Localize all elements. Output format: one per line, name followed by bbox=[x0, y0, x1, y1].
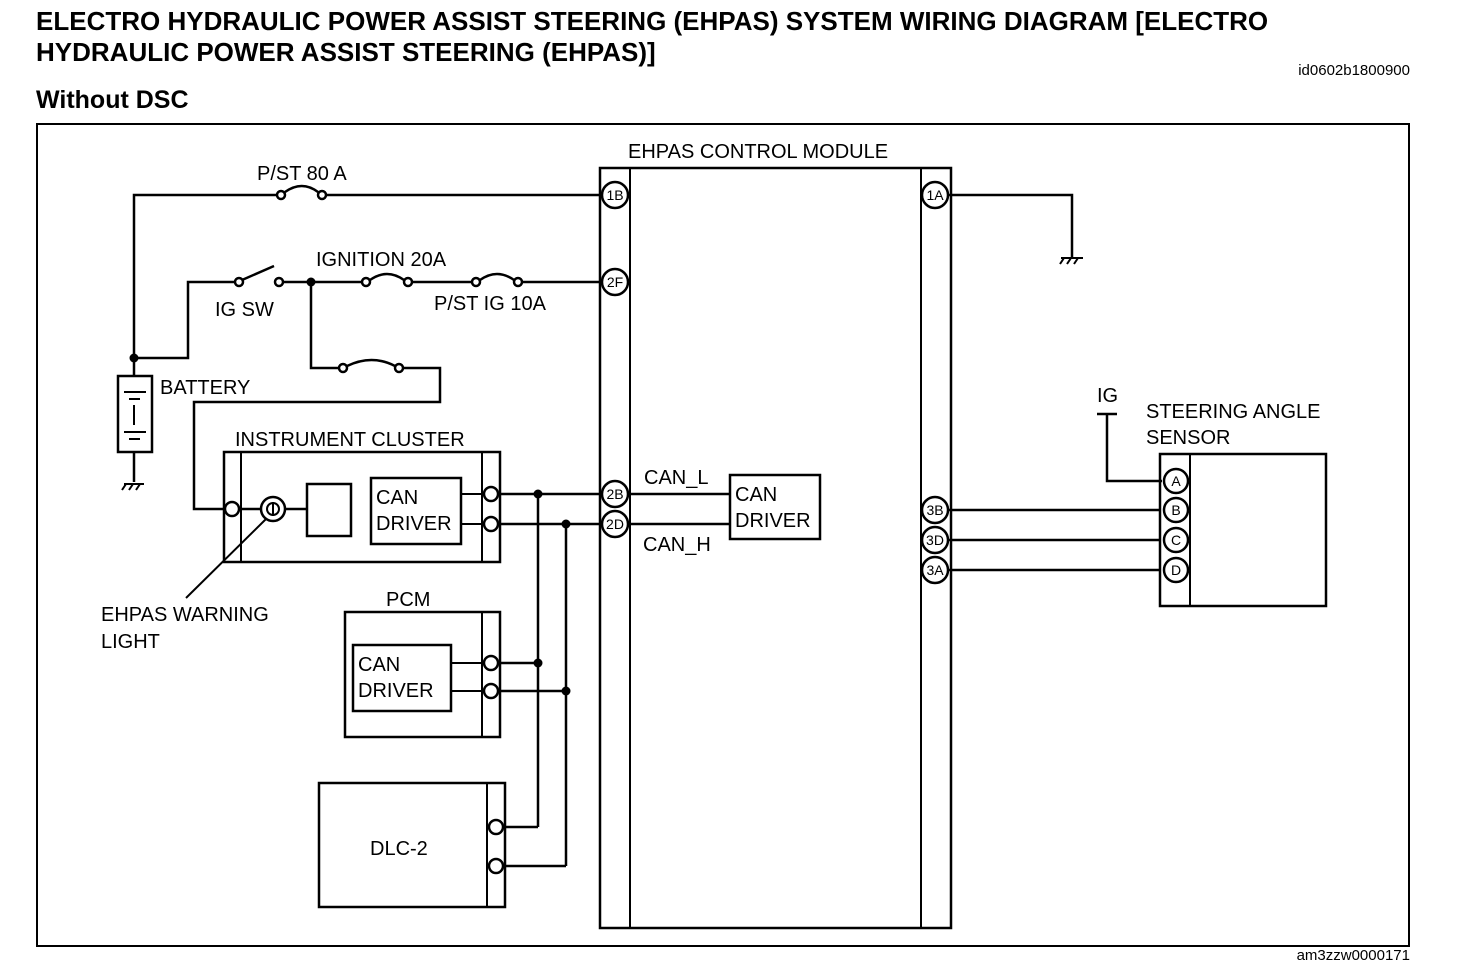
fuse-pst-ig-10a-label: P/ST IG 10A bbox=[434, 293, 547, 315]
pst-80a-circuit: P/ST 80 A bbox=[132, 163, 602, 358]
battery: BATTERY bbox=[116, 353, 250, 491]
battery-label: BATTERY bbox=[160, 377, 250, 399]
warning-light-label-1: EHPAS WARNING bbox=[101, 604, 269, 626]
pcm: PCM CAN DRIVER bbox=[343, 589, 502, 739]
warning-light-label-2: LIGHT bbox=[101, 631, 160, 653]
ic-can-driver-label-2: DRIVER bbox=[376, 513, 452, 535]
pcm-can-driver-label-1: CAN bbox=[358, 654, 400, 676]
module-can-driver-label-1: CAN bbox=[735, 484, 777, 506]
pin-3A: 3A bbox=[926, 562, 944, 578]
pcm-can-driver-label-2: DRIVER bbox=[358, 680, 434, 702]
can-h-label: CAN_H bbox=[643, 534, 711, 556]
pin-B: B bbox=[1171, 502, 1180, 518]
can-bus bbox=[498, 489, 602, 868]
fuse-pst-80a-label: P/ST 80 A bbox=[257, 163, 347, 185]
warning-light-leader bbox=[185, 518, 267, 599]
instrument-cluster-label: INSTRUMENT CLUSTER bbox=[235, 429, 465, 451]
sas-label-1: STEERING ANGLE bbox=[1146, 401, 1321, 423]
can-l-label: CAN_L bbox=[644, 467, 708, 489]
ic-can-driver-label-1: CAN bbox=[376, 487, 418, 509]
document-id: id0602b1800900 bbox=[1298, 62, 1410, 79]
pin-C: C bbox=[1171, 532, 1181, 548]
module-right-pins: 1A 3B 3D 3A bbox=[920, 180, 1162, 585]
page-subtitle: Without DSC bbox=[36, 86, 189, 114]
pin-2D: 2D bbox=[606, 516, 624, 532]
dlc2-label: DLC-2 bbox=[370, 838, 428, 860]
fuse-ignition-20a-label: IGNITION 20A bbox=[316, 249, 447, 271]
pin-3D: 3D bbox=[926, 532, 944, 548]
module-left-pins: 1B 2F 2B 2D bbox=[600, 180, 630, 539]
diagram-frame bbox=[36, 123, 1410, 947]
ig-sw-label: IG SW bbox=[215, 299, 274, 321]
module-can-driver-label-2: DRIVER bbox=[735, 510, 811, 532]
pin-2F: 2F bbox=[607, 274, 623, 290]
page-title: ELECTRO HYDRAULIC POWER ASSIST STEERING … bbox=[36, 6, 1269, 67]
ehpas-module-label: EHPAS CONTROL MODULE bbox=[628, 141, 888, 163]
pin-D: D bbox=[1171, 562, 1181, 578]
ignition-circuit: IG SW IGNITION 20A P/ST IG 10A bbox=[134, 249, 602, 511]
ehpas-control-module: EHPAS CONTROL MODULE bbox=[598, 141, 953, 930]
pcm-label: PCM bbox=[386, 589, 430, 611]
dlc-2: DLC-2 bbox=[317, 781, 507, 909]
ig-label: IG bbox=[1097, 385, 1118, 407]
steering-angle-sensor: STEERING ANGLE SENSOR IG A B C D bbox=[1097, 385, 1328, 608]
sas-label-2: SENSOR bbox=[1146, 427, 1230, 449]
module-can-driver: CAN DRIVER CAN_L CAN_H bbox=[628, 467, 822, 556]
pin-1A: 1A bbox=[926, 187, 944, 203]
image-id: am3zzw0000171 bbox=[1296, 947, 1410, 964]
pin-3B: 3B bbox=[926, 502, 943, 518]
instrument-cluster: INSTRUMENT CLUSTER CAN DRIVER EHPAS WARN… bbox=[101, 429, 502, 653]
pin-2B: 2B bbox=[606, 486, 623, 502]
pin-1B: 1B bbox=[606, 187, 623, 203]
pin-A: A bbox=[1171, 473, 1181, 489]
